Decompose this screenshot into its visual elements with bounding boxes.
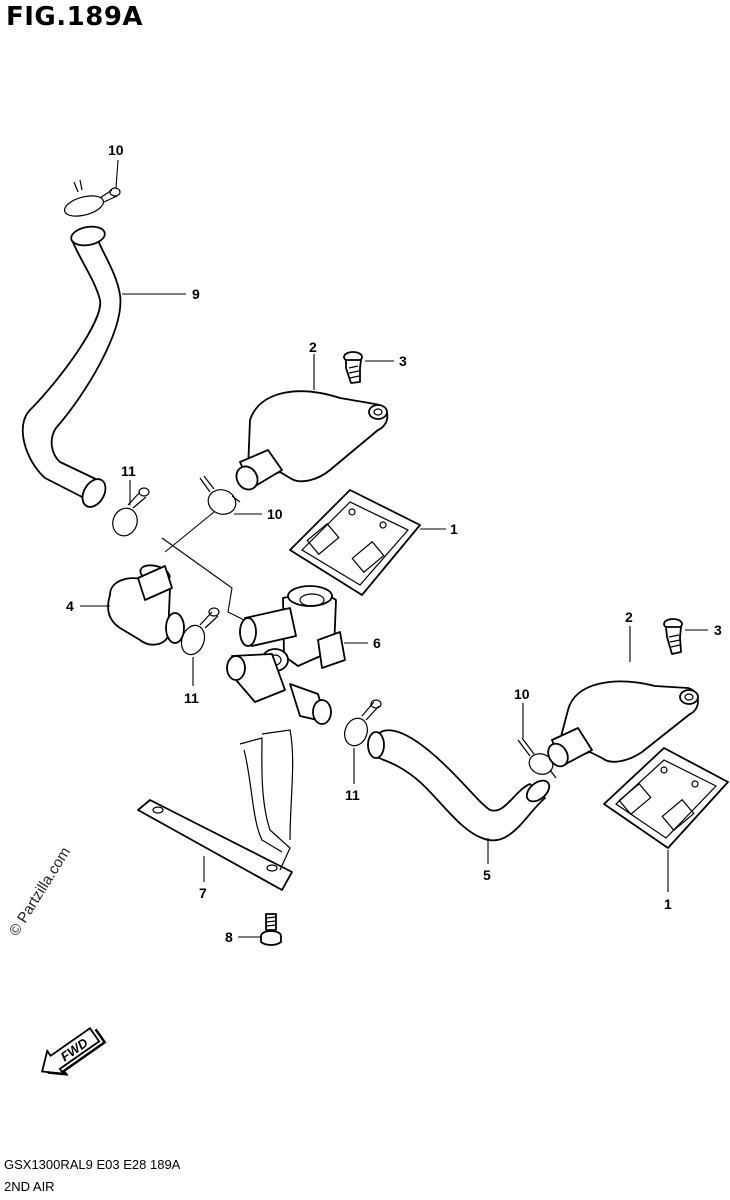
fwd-arrow-icon: FWD bbox=[41, 1026, 107, 1076]
callout-1-right: 1 bbox=[664, 896, 672, 912]
reed-cover-part-2-right[interactable] bbox=[544, 680, 699, 769]
callout-11-upper: 11 bbox=[121, 463, 136, 479]
reed-valve-part-1-right[interactable] bbox=[603, 747, 729, 849]
bolt-part-3-upper[interactable] bbox=[343, 351, 363, 384]
clamp-part-11-left[interactable] bbox=[178, 607, 220, 658]
callout-2-right: 2 bbox=[625, 609, 633, 625]
clamp-part-10-top[interactable] bbox=[62, 179, 121, 220]
callout-7: 7 bbox=[199, 885, 207, 901]
callout-11-left: 11 bbox=[184, 690, 199, 706]
clamp-part-10-middle[interactable] bbox=[199, 475, 241, 518]
callout-8: 8 bbox=[225, 929, 233, 945]
leader-lines bbox=[80, 159, 708, 938]
elbow-part-4[interactable] bbox=[107, 562, 185, 646]
clamp-part-10-right[interactable] bbox=[517, 737, 557, 779]
callout-11-lower: 11 bbox=[345, 787, 360, 803]
callout-5: 5 bbox=[483, 867, 491, 883]
footer-model-line: GSX1300RAL9 E03 E28 189A bbox=[4, 1157, 181, 1172]
callout-3-upper: 3 bbox=[399, 353, 407, 369]
bolt-part-8[interactable] bbox=[260, 913, 282, 946]
bolt-part-3-right[interactable] bbox=[663, 618, 683, 655]
reed-valve-part-1-upper[interactable] bbox=[289, 489, 421, 596]
bracket-part-7[interactable] bbox=[137, 729, 294, 891]
reed-cover-part-2-upper[interactable] bbox=[232, 390, 389, 493]
hose-part-9[interactable] bbox=[21, 224, 122, 511]
callout-10-top: 10 bbox=[108, 142, 124, 158]
air-valve-part-6[interactable] bbox=[226, 585, 346, 725]
callout-10-right: 10 bbox=[514, 686, 530, 702]
callout-3-right: 3 bbox=[714, 622, 722, 638]
callout-1-upper: 1 bbox=[450, 521, 458, 537]
hose-part-5[interactable] bbox=[367, 729, 553, 842]
callout-10-middle: 10 bbox=[267, 506, 283, 522]
callout-6: 6 bbox=[373, 635, 381, 651]
callout-labels: 10 9 2 3 1 11 10 4 6 11 11 5 7 8 2 3 10 … bbox=[66, 142, 722, 945]
callout-9: 9 bbox=[192, 286, 200, 302]
figure-title: FIG.189A bbox=[6, 2, 144, 32]
callout-2-upper: 2 bbox=[309, 339, 317, 355]
footer-section-name: 2ND AIR bbox=[4, 1179, 55, 1194]
clamp-part-11-upper[interactable] bbox=[109, 487, 150, 539]
callout-4: 4 bbox=[66, 598, 74, 614]
clamp-part-11-lower[interactable] bbox=[341, 699, 382, 749]
